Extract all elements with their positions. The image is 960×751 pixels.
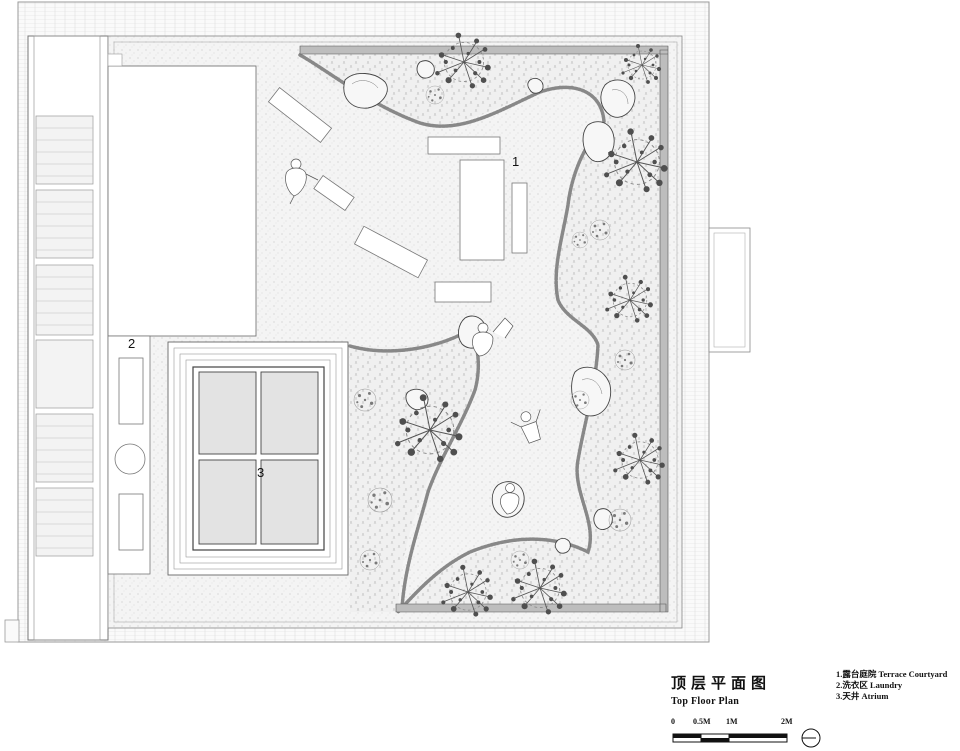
scale-bar	[672, 733, 788, 743]
scale-label-1: 1M	[726, 717, 738, 726]
label-terrace-courtyard: 1	[512, 154, 520, 169]
scale-label-0: 0	[671, 717, 675, 726]
legend-item: 2.洗衣区 Laundry	[836, 680, 903, 690]
scale-label-half: 0.5M	[693, 717, 711, 726]
north-arrow-icon	[801, 728, 821, 748]
laundry-area	[107, 335, 151, 575]
legend-item: 3.天井 Atrium	[836, 691, 889, 701]
stair-strip	[27, 35, 109, 641]
roof-block	[107, 65, 257, 337]
paving-slabs	[267, 87, 528, 303]
people	[285, 158, 541, 515]
legend-item: 1.露台庭院 Terrace Courtyard	[836, 669, 948, 679]
label-laundry: 2	[128, 336, 136, 351]
legend: 1.露台庭院 Terrace Courtyard 2.洗衣区 Laundry 3…	[836, 669, 947, 702]
label-atrium: 3	[257, 465, 265, 480]
title-english: Top Floor Plan	[671, 696, 740, 707]
atrium	[167, 341, 349, 576]
scale-label-2: 2M	[781, 717, 793, 726]
title-chinese: 顶层平面图	[671, 674, 772, 692]
